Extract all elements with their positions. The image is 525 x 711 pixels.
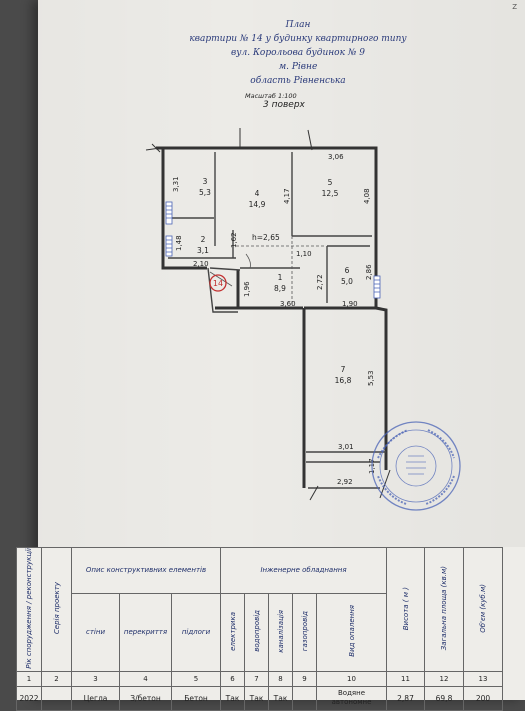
window-right: [373, 275, 381, 299]
header-total-area: Загальна площа (кв.м): [424, 547, 464, 672]
dim-292: 2,92: [337, 478, 353, 486]
room-1-num: 1: [278, 273, 283, 282]
ceiling-height: h=2,65: [252, 233, 280, 242]
dim-190: 1,90: [342, 300, 358, 308]
title-line-2: квартири № 14 у будинку квартирного типу: [189, 34, 407, 44]
room-2-num: 2: [201, 235, 206, 244]
dim-110: 1,10: [296, 250, 312, 258]
room-7-area: 16,8: [335, 376, 352, 385]
corner-mark: Z: [512, 3, 517, 11]
cell-year: 2022: [16, 685, 42, 711]
cell-gas: [292, 685, 317, 711]
dim-286: 2,86: [365, 264, 373, 280]
dim-272: 2,72: [316, 274, 324, 290]
cell-electric: Так: [220, 685, 245, 711]
header-year: Рік спорудження / реконструкції: [16, 547, 42, 672]
wall-outer-top-right: [156, 146, 378, 310]
cell-floor-cover: Бетон: [171, 685, 221, 711]
cell-series: [41, 685, 72, 711]
cell-floors: З/бетон: [119, 685, 172, 711]
wall-outer-left: [161, 148, 207, 270]
dim-301: 3,01: [338, 443, 354, 451]
dim-148: 1,48: [175, 235, 183, 251]
apartment-number: 14: [213, 279, 223, 288]
dim-162: 1,62: [230, 232, 238, 248]
specification-table: Рік спорудження / реконструкції Серія пр…: [16, 547, 503, 711]
cell-sewer: Так: [268, 685, 293, 711]
header-walls: стіни: [71, 592, 120, 672]
cell-walls: Цегла: [71, 685, 120, 711]
header-sewer: каналізація: [268, 592, 293, 672]
title-line-4: м. Рівне: [278, 62, 318, 72]
table-row: 2022 Цегла З/бетон Бетон Так Так Так Вод…: [16, 685, 503, 711]
title-line-1: План: [285, 20, 311, 30]
cell-volume: 200: [463, 685, 503, 711]
header-description: Опис конструктивних елементів: [71, 547, 221, 594]
room-4-num: 4: [255, 189, 260, 198]
dim-196: 1,96: [243, 281, 251, 297]
dim-306: 3,06: [328, 153, 344, 161]
dim-417: 4,17: [283, 188, 291, 204]
header-water: водопровід: [244, 592, 269, 672]
room-3-num: 3: [203, 177, 208, 186]
apartment-number-circle: [209, 274, 227, 292]
header-floor-cover: підлоги: [171, 592, 221, 672]
official-stamp: [371, 421, 461, 511]
header-floors: перекриття: [119, 592, 172, 672]
floor-plan: 3 5,3 4 14,9 5 12,5 2 3,1 1 8,9 6 5,0 7 …: [145, 128, 391, 501]
wall-lower-right: [375, 306, 388, 470]
room-6-num: 6: [345, 266, 350, 275]
dim-360: 3,60: [280, 300, 296, 308]
header-electric: електрика: [220, 592, 245, 672]
header-heating: Вид опалення: [316, 592, 387, 672]
cell-total-area: 69,8: [424, 685, 464, 711]
cell-height: 2,87: [386, 685, 425, 711]
wall-corridor-diag: [209, 267, 241, 271]
window-small: [165, 235, 173, 257]
header-series: Серія проекту: [41, 547, 72, 672]
header-utilities: Інженерне обладнання: [220, 547, 387, 594]
dim-210: 2,10: [193, 260, 209, 268]
header-gas: газопровід: [292, 592, 317, 672]
room-5-num: 5: [328, 178, 333, 187]
room-6-area: 5,0: [341, 277, 353, 286]
room-5-area: 12,5: [322, 189, 339, 198]
column-number-row: 1 2 3 4 5 6 7 8 9 10 11 12 13: [16, 670, 503, 687]
room-7-num: 7: [341, 365, 346, 374]
room-4-area: 14,9: [249, 200, 266, 209]
header-height: Висота ( м ): [386, 547, 425, 672]
room-2-area: 3,1: [197, 246, 209, 255]
cell-heating: Водяне автономне: [316, 685, 387, 711]
scale-label: Масштаб 1:100: [245, 92, 297, 100]
room-3-area: 5,3: [199, 188, 211, 197]
title-line-3: вул. Корольова будинок № 9: [231, 48, 365, 58]
plan-title-block: План квартири № 14 у будинку квартирного…: [168, 18, 428, 88]
room-1-area: 8,9: [274, 284, 286, 293]
title-line-5: область Рівненська: [250, 76, 346, 86]
window-left: [165, 201, 173, 225]
cell-water: Так: [244, 685, 269, 711]
dim-408: 4,08: [363, 188, 371, 204]
specification-table-wrap: Рік спорудження / реконструкції Серія пр…: [16, 547, 525, 711]
dim-553: 5,53: [367, 370, 375, 386]
floor-label: 3 поверх: [263, 100, 305, 110]
dim-331: 3,31: [172, 176, 180, 192]
header-volume: Об'єм (куб.м): [463, 547, 503, 672]
